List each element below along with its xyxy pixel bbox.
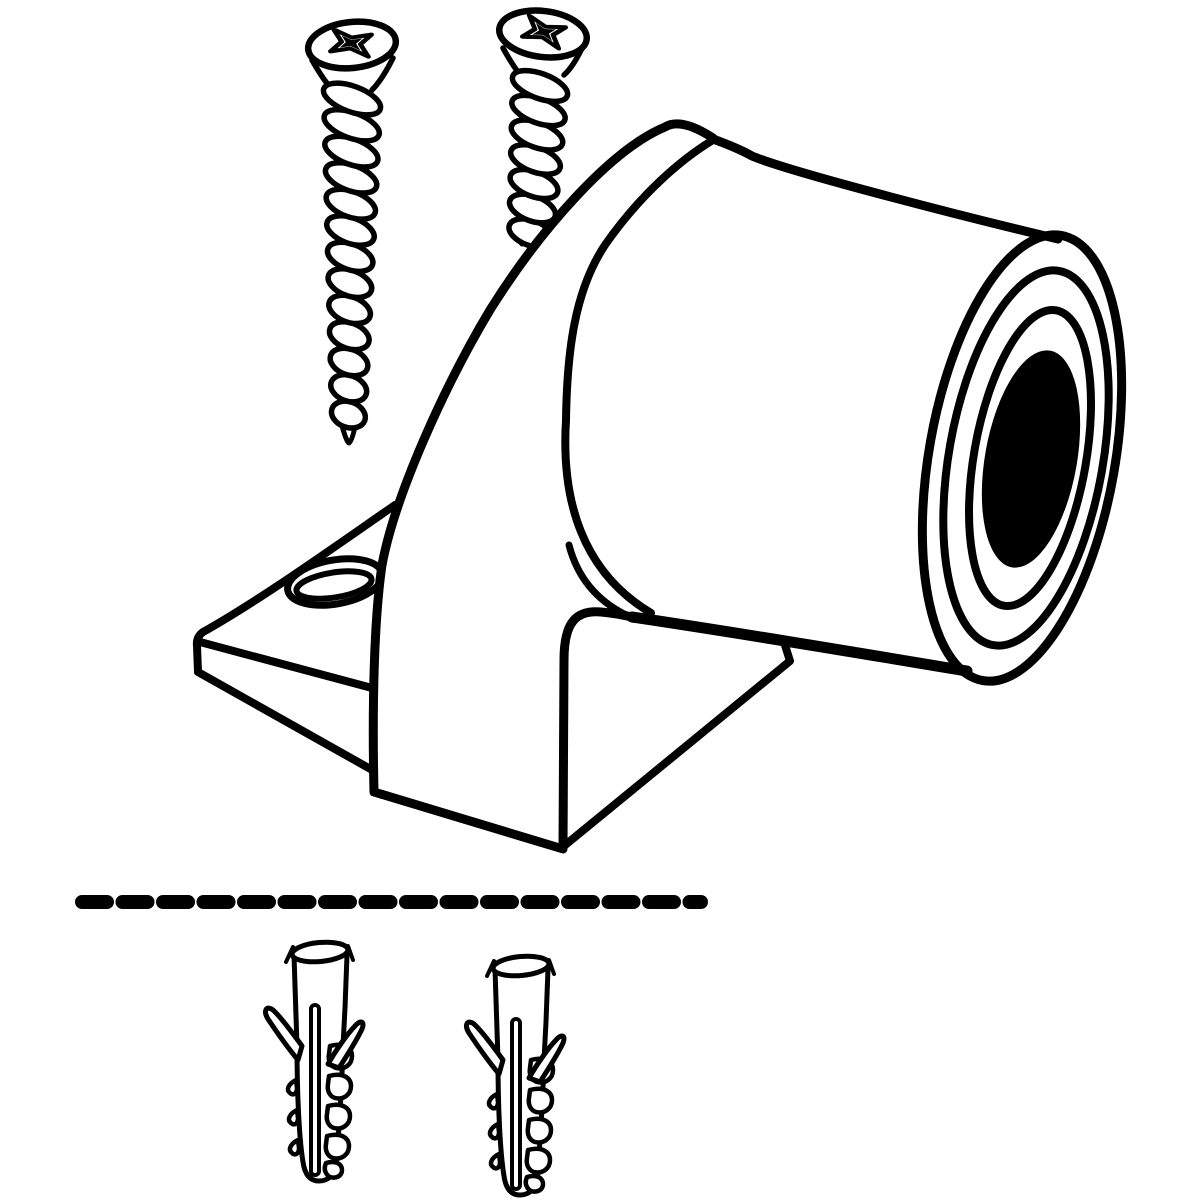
- thread-coil: [509, 67, 571, 105]
- foot-gusset-edge: [560, 638, 794, 850]
- support-arm: [368, 119, 718, 854]
- arm-inner-arc: [561, 136, 717, 617]
- screw-right-thread: [506, 67, 571, 250]
- screw-right: [495, 7, 591, 250]
- screw-left-head: [304, 18, 400, 72]
- support-arm-face: [373, 123, 713, 849]
- plate-front-face: [198, 642, 374, 771]
- plate-screw-hole: [293, 568, 375, 602]
- arm-inner-ledge-arc: [565, 541, 630, 619]
- screw-right-head: [495, 7, 591, 61]
- thread-coil: [320, 80, 384, 118]
- buffer-cylinder: [626, 134, 1127, 686]
- screw-left-cone-right-edge: [369, 55, 396, 93]
- wall-plug-left: [266, 940, 364, 1181]
- screw-left: [304, 18, 400, 446]
- buffer-bottom-edge: [626, 611, 973, 677]
- wall-plug-left-shape: [266, 940, 364, 1181]
- plate-bottom-edge: [194, 668, 378, 775]
- mounting-plate: [192, 501, 399, 775]
- wall-plug-right: [467, 954, 565, 1195]
- buffer-core: [981, 350, 1081, 568]
- wall-plug-right-shape: [467, 954, 565, 1195]
- buffer-face-ring-inner: [965, 305, 1095, 611]
- plate-top-front-edge: [196, 638, 376, 692]
- door-stop-body: [368, 119, 1127, 854]
- arm-outer-arc: [368, 119, 718, 854]
- screw-left-thread: [320, 80, 384, 446]
- buffer-face-ring-middle: [939, 266, 1113, 650]
- buffer-top-edge: [708, 134, 1063, 244]
